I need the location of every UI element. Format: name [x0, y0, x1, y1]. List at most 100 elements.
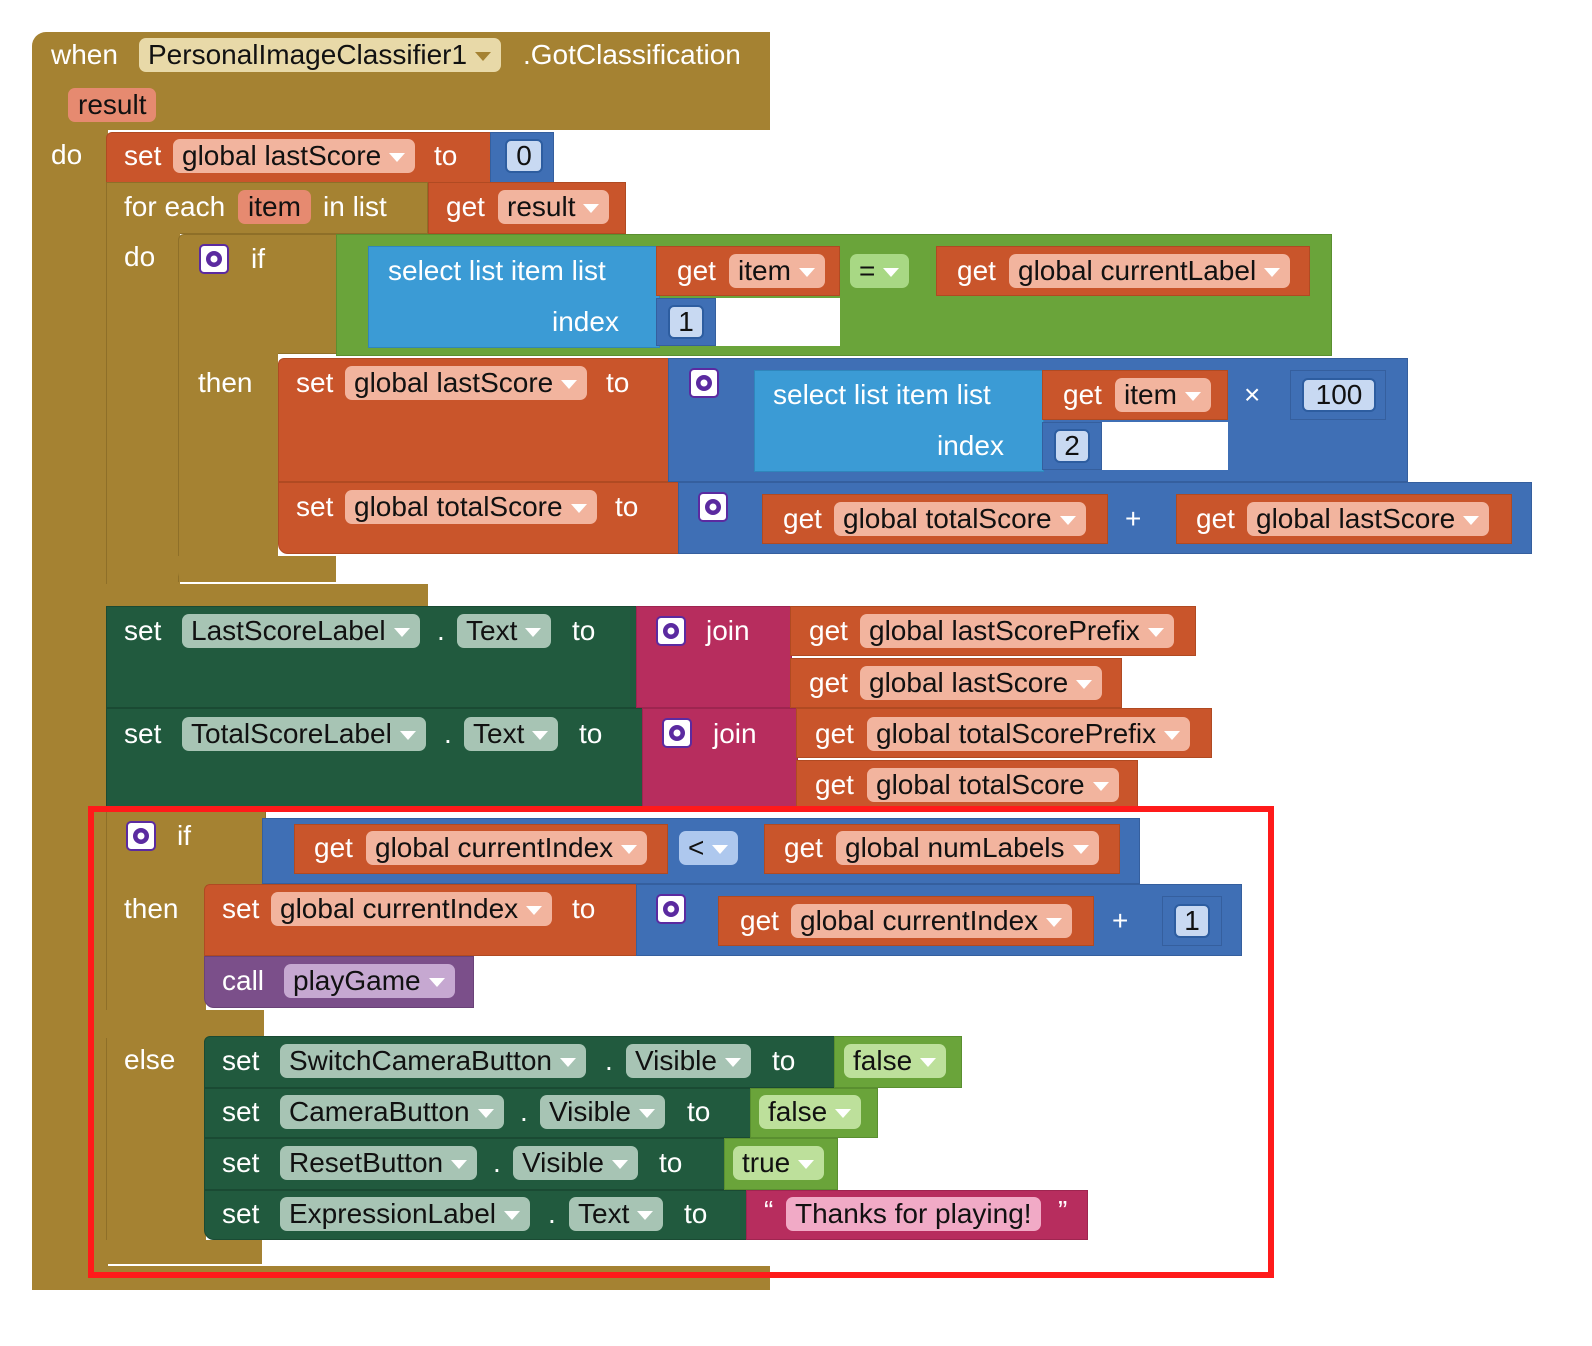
get-label: get — [815, 718, 854, 749]
to-label: to — [684, 1198, 708, 1229]
number-value[interactable]: 1 — [1174, 904, 1210, 938]
foreach-do-label: do — [124, 241, 156, 272]
to-label: to — [659, 1147, 683, 1178]
procedure-dropdown[interactable]: playGame — [284, 964, 455, 998]
property-dropdown[interactable]: Visible — [626, 1044, 751, 1078]
get-label: get — [1196, 503, 1235, 534]
dot-label: . — [605, 1045, 613, 1076]
number-value[interactable]: 0 — [505, 139, 543, 173]
property-dropdown[interactable]: Text — [464, 717, 559, 751]
boolean-dropdown[interactable]: true — [733, 1146, 825, 1180]
chevron-down-icon — [393, 628, 410, 637]
chevron-down-icon — [475, 52, 492, 61]
chevron-down-icon — [399, 731, 416, 740]
gear-icon[interactable] — [656, 616, 686, 646]
select-list-item-block[interactable] — [368, 246, 660, 348]
gear-icon[interactable] — [199, 244, 229, 274]
to-label: to — [687, 1096, 711, 1127]
highlight-box — [88, 806, 1274, 1278]
set-label: set — [296, 491, 334, 522]
result-param[interactable]: result — [68, 88, 157, 122]
item-param[interactable]: item — [238, 190, 311, 224]
item-dropdown[interactable]: item — [1115, 378, 1211, 412]
item-dropdown[interactable]: item — [729, 254, 825, 288]
gear-icon[interactable] — [656, 894, 686, 924]
number-value[interactable]: 1 — [668, 305, 704, 339]
gear-icon[interactable] — [662, 718, 692, 748]
chevron-down-icon — [1046, 918, 1063, 927]
number-value[interactable]: 100 — [1302, 378, 1376, 412]
if2-else-bar — [106, 1010, 264, 1038]
property-dropdown[interactable]: Text — [457, 614, 552, 648]
set-label: set — [124, 718, 162, 749]
operator-dropdown[interactable]: < — [679, 831, 739, 865]
empty-slot — [716, 298, 840, 346]
set-label: set — [222, 1147, 260, 1178]
foreach-label: for each — [124, 191, 226, 222]
get-label: get — [809, 615, 848, 646]
variable-dropdown[interactable]: global totalScore — [834, 502, 1086, 536]
chevron-down-icon — [637, 1211, 654, 1220]
to-label: to — [572, 615, 596, 646]
to-label: to — [572, 893, 596, 924]
variable-dropdown[interactable]: global currentIndex — [366, 831, 648, 865]
component-dropdown[interactable]: SwitchCameraButton — [280, 1044, 587, 1078]
variable-dropdown[interactable]: global lastScorePrefix — [860, 614, 1174, 648]
do-label: do — [51, 139, 83, 170]
when-label: when — [51, 39, 118, 70]
chevron-down-icon — [798, 1160, 815, 1169]
gear-icon[interactable] — [698, 492, 728, 522]
property-dropdown[interactable]: Text — [569, 1197, 664, 1231]
if2-spine — [106, 884, 206, 1264]
index-label: index — [552, 306, 619, 337]
variable-dropdown[interactable]: global currentLabel — [1009, 254, 1291, 288]
chevron-down-icon — [1164, 731, 1181, 740]
component-dropdown[interactable]: ExpressionLabel — [280, 1197, 531, 1231]
variable-dropdown[interactable]: global totalScore — [345, 490, 597, 524]
chevron-down-icon — [798, 268, 815, 277]
variable-dropdown[interactable]: global lastScore — [345, 366, 588, 400]
get-label: get — [815, 769, 854, 800]
variable-dropdown[interactable]: global totalScore — [867, 768, 1119, 802]
chevron-down-icon — [835, 1109, 852, 1118]
index-label: index — [937, 430, 1004, 461]
set-label: set — [222, 893, 260, 924]
component-dropdown[interactable]: PersonalImageClassifier1 — [139, 38, 502, 72]
result-dropdown[interactable]: result — [498, 190, 610, 224]
get-label: get — [957, 255, 996, 286]
if1-footer — [178, 556, 336, 582]
set-label: set — [296, 367, 334, 398]
variable-dropdown[interactable]: global currentIndex — [791, 904, 1073, 938]
boolean-dropdown[interactable]: false — [759, 1095, 862, 1129]
operator-dropdown[interactable]: = — [850, 254, 910, 288]
variable-dropdown[interactable]: global lastScore — [860, 666, 1103, 700]
variable-dropdown[interactable]: global totalScorePrefix — [867, 717, 1191, 751]
variable-dropdown[interactable]: global currentIndex — [271, 892, 553, 926]
chevron-down-icon — [621, 845, 638, 854]
select-list-item-block[interactable] — [754, 370, 1044, 472]
number-value[interactable]: 2 — [1054, 429, 1090, 463]
in-list-label: in list — [323, 191, 387, 222]
text-value[interactable]: Thanks for playing! — [786, 1197, 1041, 1231]
if2-footer — [106, 1240, 262, 1264]
chevron-down-icon — [583, 204, 600, 213]
chevron-down-icon — [570, 504, 587, 513]
get-label: get — [784, 832, 823, 863]
foreach-spine — [106, 232, 180, 592]
component-dropdown[interactable]: CameraButton — [280, 1095, 504, 1129]
variable-dropdown[interactable]: global lastScore — [1247, 502, 1490, 536]
gear-icon[interactable] — [689, 368, 719, 398]
set-label: set — [222, 1198, 260, 1229]
boolean-dropdown[interactable]: false — [844, 1044, 947, 1078]
component-dropdown[interactable]: ResetButton — [280, 1146, 478, 1180]
property-dropdown[interactable]: Visible — [513, 1146, 638, 1180]
variable-dropdown[interactable]: global lastScore — [173, 139, 416, 173]
variable-dropdown[interactable]: global numLabels — [836, 831, 1099, 865]
component-dropdown[interactable]: TotalScoreLabel — [182, 717, 426, 751]
foreach-footer — [106, 584, 428, 606]
component-dropdown[interactable]: LastScoreLabel — [182, 614, 420, 648]
chevron-down-icon — [883, 268, 900, 277]
property-dropdown[interactable]: Visible — [540, 1095, 665, 1129]
gear-icon[interactable] — [126, 821, 156, 851]
join-label: join — [713, 718, 757, 749]
